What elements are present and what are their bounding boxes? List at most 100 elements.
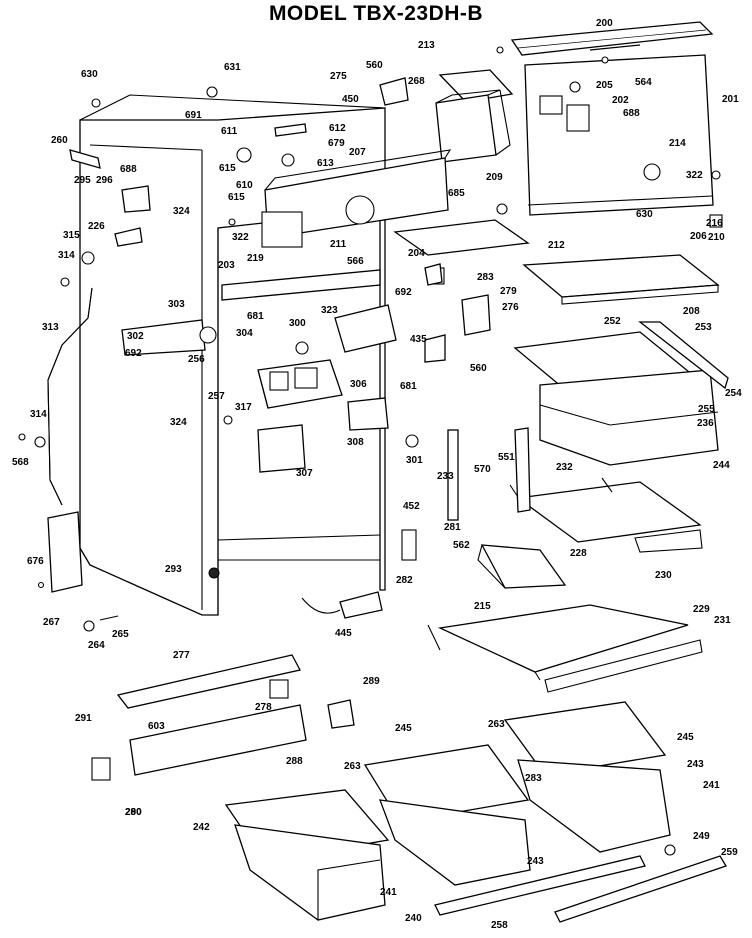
- callout-435: 435: [410, 334, 427, 345]
- callout-207: 207: [349, 147, 366, 158]
- callout-615-b: 615: [228, 192, 245, 203]
- callout-200: 200: [596, 18, 613, 29]
- callout-255: 255: [698, 404, 715, 415]
- callout-260: 260: [51, 135, 68, 146]
- callout-277: 277: [173, 650, 190, 661]
- callout-278: 278: [255, 702, 272, 713]
- callout-280: 280: [125, 807, 142, 818]
- small-parts: [18, 44, 723, 856]
- callout-303: 303: [168, 299, 185, 310]
- drawer-245b: [503, 701, 671, 853]
- callout-212: 212: [548, 240, 565, 251]
- callout-279: 279: [500, 286, 517, 297]
- callout-283-b: 283: [525, 773, 542, 784]
- callout-203: 203: [218, 260, 235, 271]
- shelf-228: [516, 481, 702, 543]
- callout-267: 267: [43, 617, 60, 628]
- callout-560-b: 560: [366, 60, 383, 71]
- callout-612: 612: [329, 123, 346, 134]
- callout-296: 296: [96, 175, 113, 186]
- callout-452: 452: [403, 501, 420, 512]
- callout-245-b: 245: [395, 723, 412, 734]
- callout-302: 302: [127, 331, 144, 342]
- callout-204: 204: [408, 248, 425, 259]
- damper-304: [121, 319, 206, 356]
- callout-259: 259: [721, 847, 738, 858]
- callout-283: 283: [477, 272, 494, 283]
- callout-681: 681: [400, 381, 417, 392]
- callout-209: 209: [486, 172, 503, 183]
- callout-570: 570: [474, 464, 491, 475]
- callout-254: 254: [725, 388, 742, 399]
- callout-264: 264: [88, 640, 105, 651]
- plate-307: [257, 424, 306, 473]
- callout-630: 630: [81, 69, 98, 80]
- callout-681-b: 681: [247, 311, 264, 322]
- callout-322-b: 322: [686, 170, 703, 181]
- callout-613: 613: [317, 158, 334, 169]
- callout-249: 249: [693, 831, 710, 842]
- callout-314-b: 314: [58, 250, 75, 261]
- pan-252: [513, 331, 719, 466]
- callout-679: 679: [328, 138, 345, 149]
- callout-236: 236: [697, 418, 714, 429]
- callout-219: 219: [247, 253, 264, 264]
- callout-603: 603: [148, 721, 165, 732]
- callout-206: 206: [690, 231, 707, 242]
- callout-205: 205: [596, 80, 613, 91]
- rear-panel-201: [510, 21, 714, 216]
- callout-568: 568: [12, 457, 29, 468]
- callout-258: 258: [491, 920, 508, 931]
- callout-445: 445: [335, 628, 352, 639]
- callout-245: 245: [677, 732, 694, 743]
- callout-308: 308: [347, 437, 364, 448]
- trim-259: [554, 855, 727, 923]
- callout-244: 244: [713, 460, 730, 471]
- callout-314: 314: [30, 409, 47, 420]
- callout-611: 611: [221, 126, 238, 137]
- callout-288: 288: [286, 756, 303, 767]
- callout-692-b: 692: [395, 287, 412, 298]
- callout-242: 242: [193, 822, 210, 833]
- callout-265: 265: [112, 629, 129, 640]
- callout-610: 610: [236, 180, 253, 191]
- rail-232: [514, 427, 531, 513]
- trim-258: [434, 855, 646, 916]
- callout-263: 263: [488, 719, 505, 730]
- callout-313: 313: [42, 322, 59, 333]
- rail-233: [447, 429, 459, 521]
- callout-202: 202: [612, 95, 629, 106]
- callout-566: 566: [347, 256, 364, 267]
- callout-562: 562: [453, 540, 470, 551]
- cabinet-shell: [79, 94, 386, 616]
- callout-241-b: 241: [380, 887, 397, 898]
- callout-295: 295: [74, 175, 91, 186]
- callout-268: 268: [408, 76, 425, 87]
- back-panel-267: [47, 511, 83, 593]
- callout-685: 685: [448, 188, 465, 199]
- callout-201: 201: [722, 94, 739, 105]
- callout-315: 315: [63, 230, 80, 241]
- callout-276: 276: [502, 302, 519, 313]
- drawer-242: [224, 789, 390, 921]
- callout-307: 307: [296, 468, 313, 479]
- callout-293: 293: [165, 564, 182, 575]
- callout-551: 551: [498, 452, 515, 463]
- callout-300: 300: [289, 318, 306, 329]
- callout-226: 226: [88, 221, 105, 232]
- callout-215: 215: [474, 601, 491, 612]
- callout-323: 323: [321, 305, 338, 316]
- callout-324: 324: [173, 206, 190, 217]
- callout-231: 231: [714, 615, 731, 626]
- callout-450: 450: [342, 94, 359, 105]
- callout-208: 208: [683, 306, 700, 317]
- callout-306: 306: [350, 379, 367, 390]
- callout-233: 233: [437, 471, 454, 482]
- callout-211: 211: [330, 239, 347, 250]
- callout-615: 615: [219, 163, 236, 174]
- callout-564: 564: [635, 77, 652, 88]
- callout-232: 232: [556, 462, 573, 473]
- grille-288: [129, 704, 307, 776]
- shelf-229: [437, 604, 689, 673]
